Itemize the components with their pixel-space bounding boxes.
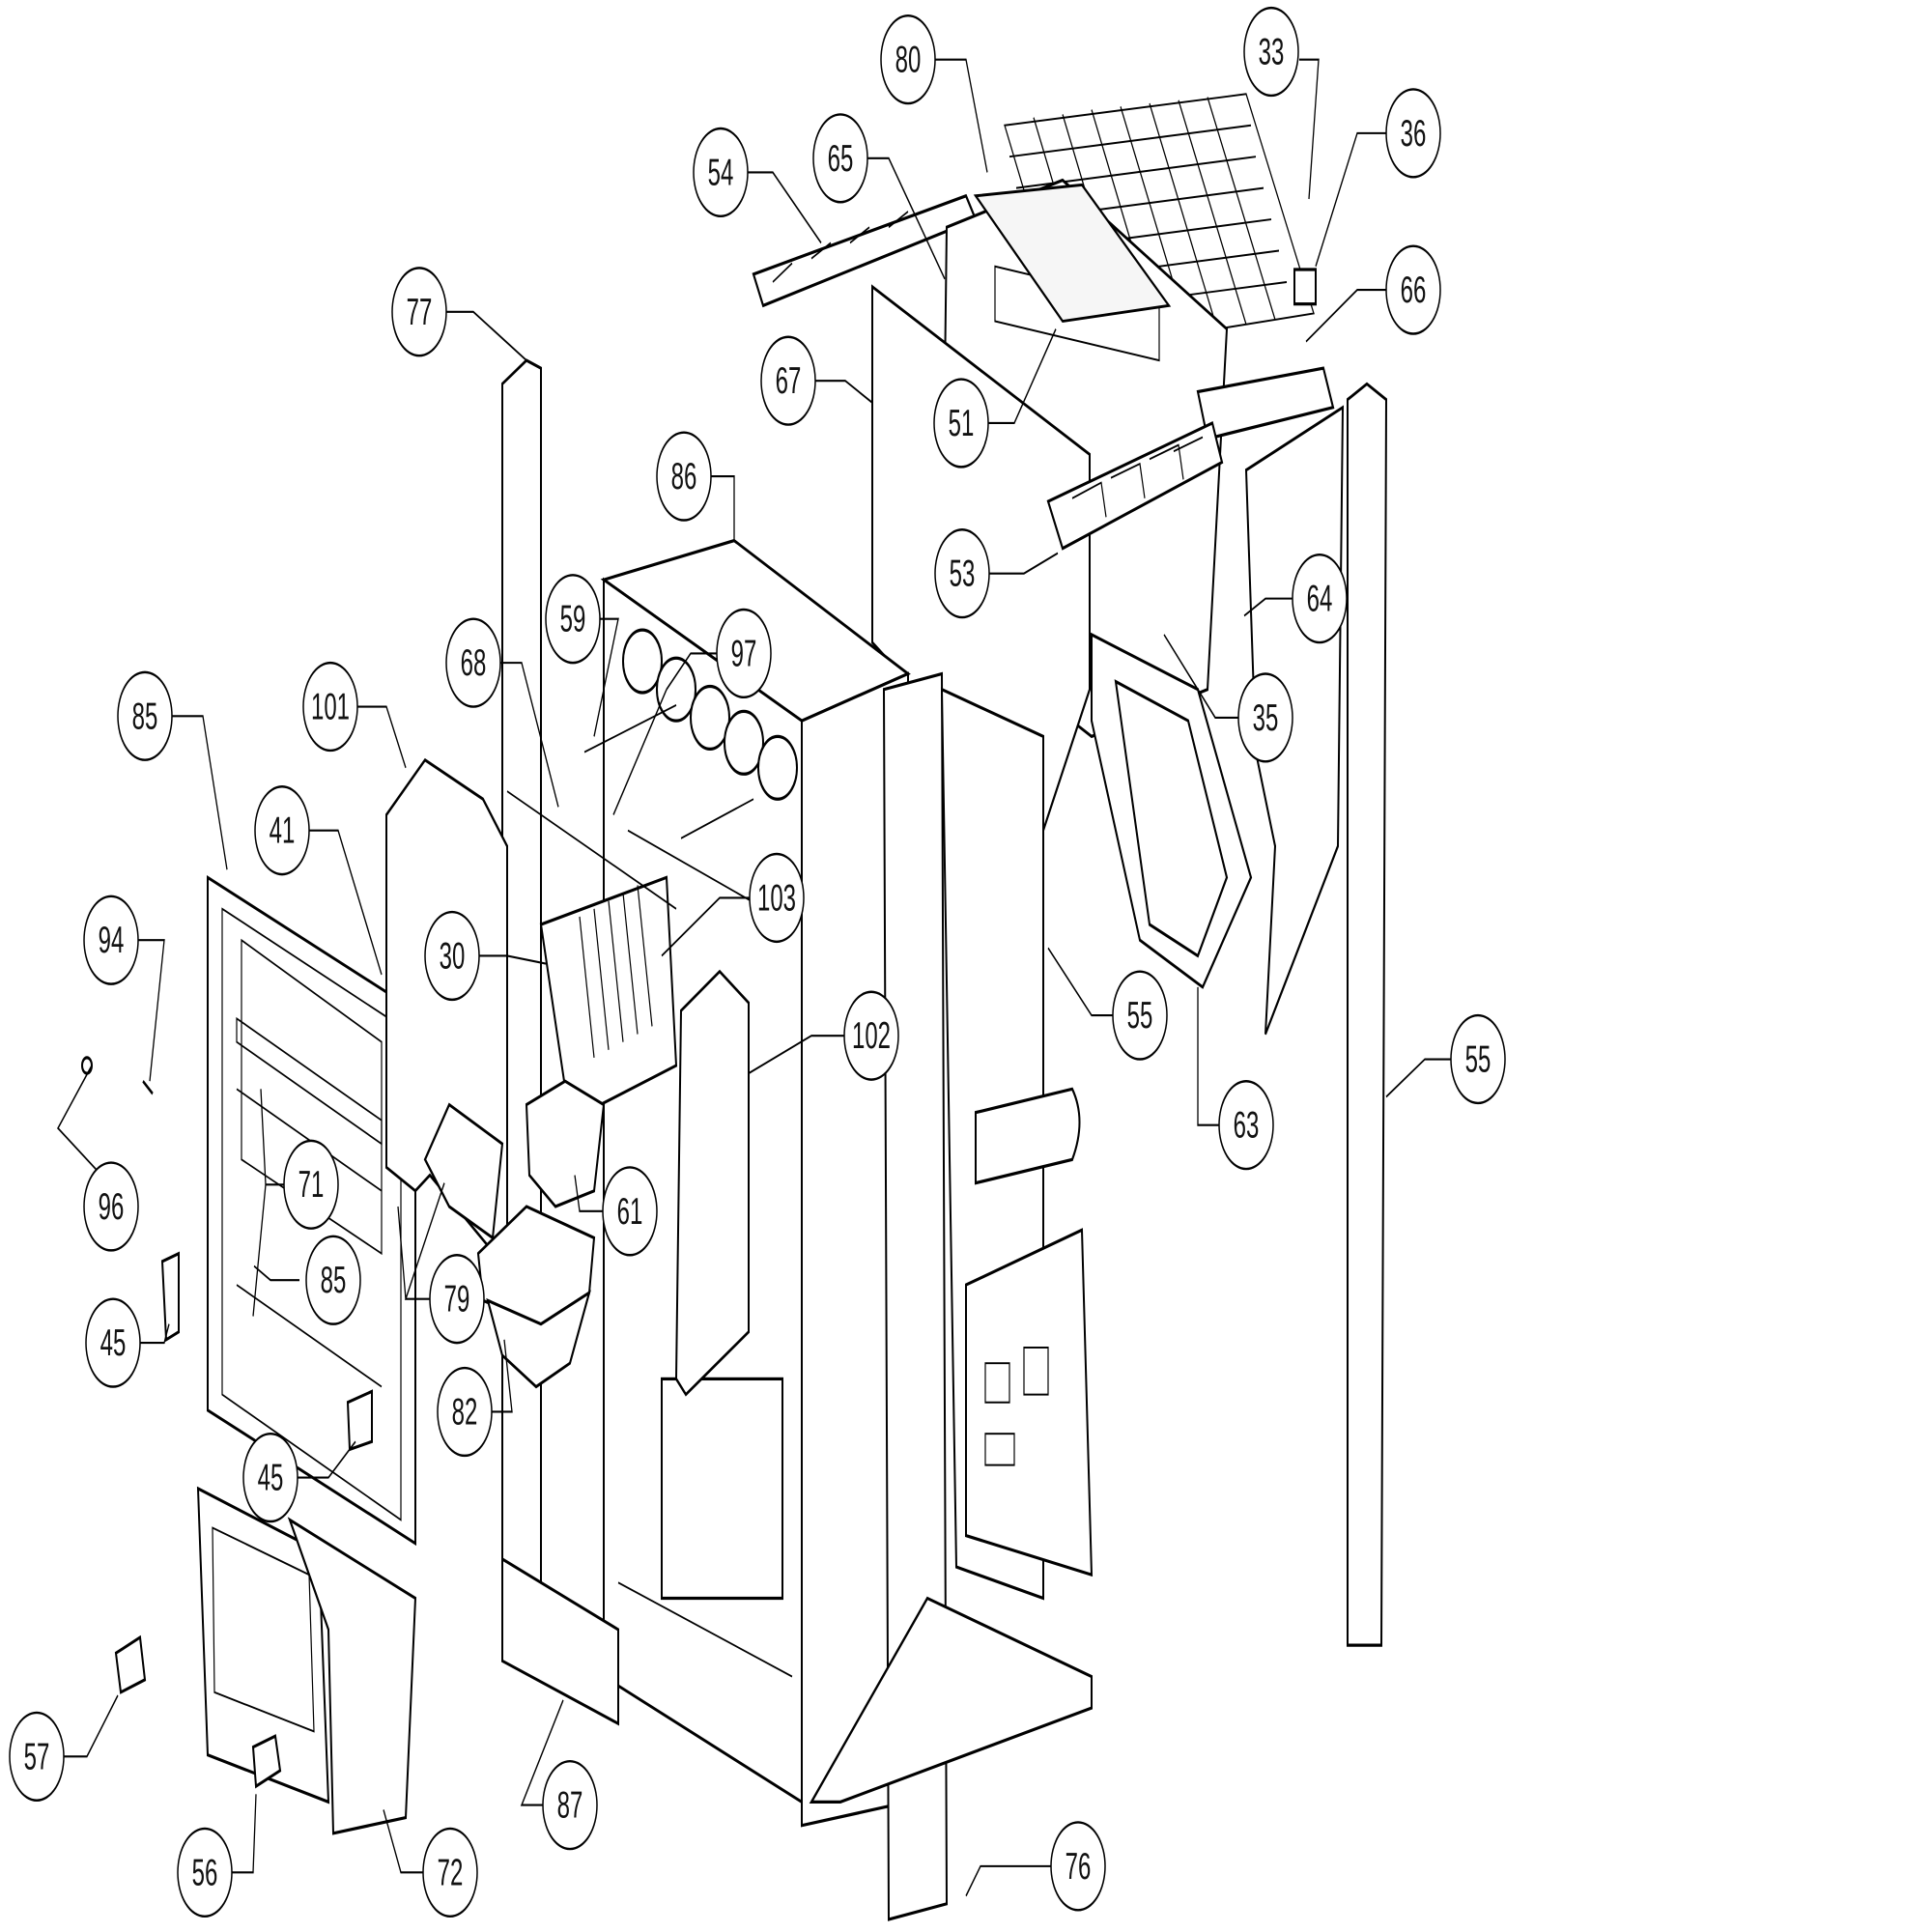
callout-71: 71: [283, 1139, 339, 1230]
callout-45-upper: 45: [85, 1297, 141, 1388]
callout-97-label: 97: [731, 632, 757, 673]
burn-pot: [476, 1205, 596, 1389]
callout-35-label: 35: [1253, 696, 1279, 738]
callout-30-label: 30: [440, 935, 466, 977]
callout-68-label: 68: [461, 641, 487, 683]
callout-68: 68: [445, 617, 501, 708]
callout-82: 82: [437, 1366, 493, 1458]
callout-77: 77: [391, 267, 447, 357]
callout-96: 96: [83, 1161, 139, 1252]
callout-79-label: 79: [444, 1278, 470, 1320]
callout-51: 51: [933, 378, 989, 469]
wedge-block: [423, 1102, 504, 1240]
pot-bracket: [525, 1079, 606, 1208]
top-bracket-left: [752, 193, 978, 308]
bottom-plate: [501, 1556, 619, 1726]
right-vertical-strip: [1347, 382, 1388, 1647]
callout-45-lower: 45: [242, 1432, 298, 1523]
callout-56-label: 56: [192, 1851, 218, 1892]
callout-67-label: 67: [776, 359, 802, 401]
callout-35: 35: [1237, 672, 1293, 763]
callout-101: 101: [302, 661, 358, 753]
exploded-parts-diagram: 33 80 36 54 65 66 77 67 51 86 53 59 64 9…: [9, 6, 1506, 1921]
callout-66-label: 66: [1401, 269, 1427, 310]
hinge-clip-upper: [160, 1251, 180, 1343]
clip: [114, 1634, 147, 1694]
callout-36: 36: [1385, 88, 1441, 179]
callout-41: 41: [254, 785, 310, 876]
callout-30: 30: [424, 910, 480, 1002]
callout-57: 57: [9, 1711, 65, 1802]
callout-33: 33: [1243, 6, 1299, 98]
callout-96-label: 96: [99, 1185, 125, 1227]
callout-101-label: 101: [311, 686, 350, 727]
callout-64-label: 64: [1307, 578, 1333, 619]
callout-65-label: 65: [828, 137, 854, 179]
callout-87: 87: [542, 1759, 598, 1851]
callout-80-label: 80: [895, 39, 922, 80]
callout-97: 97: [716, 608, 772, 699]
callout-71-label: 71: [298, 1163, 325, 1205]
callout-85-top-label: 85: [132, 695, 158, 736]
callout-102-label: 102: [852, 1014, 891, 1056]
callout-76: 76: [1050, 1821, 1106, 1912]
callout-53-label: 53: [950, 553, 976, 594]
callout-54-label: 54: [708, 151, 734, 192]
callout-54: 54: [693, 127, 749, 218]
side-chassis-top: [1196, 268, 1335, 440]
callout-67: 67: [760, 335, 816, 426]
callout-45-upper-label: 45: [100, 1321, 127, 1363]
callout-55-inner-label: 55: [1127, 994, 1153, 1036]
callout-86-label: 86: [671, 455, 697, 497]
callout-57-label: 57: [24, 1735, 50, 1776]
side-panel: [674, 969, 750, 1397]
callout-51-label: 51: [949, 402, 975, 443]
callout-65: 65: [812, 113, 868, 204]
callout-72-label: 72: [438, 1851, 464, 1892]
callout-77-label: 77: [407, 291, 433, 332]
callout-53: 53: [934, 528, 990, 619]
exhaust-tube: [975, 1087, 1081, 1185]
callout-72: 72: [422, 1827, 478, 1918]
cross-bracket: [1046, 420, 1224, 551]
callout-66: 66: [1385, 244, 1441, 335]
hinge-clip-lower: [346, 1389, 373, 1452]
callout-59-label: 59: [560, 598, 586, 639]
callout-86: 86: [656, 431, 712, 522]
callout-79: 79: [429, 1254, 485, 1345]
grate: [539, 875, 678, 1122]
parts-drawing: [81, 93, 1388, 1921]
callout-63: 63: [1218, 1080, 1274, 1171]
callout-56: 56: [177, 1827, 233, 1918]
callout-61-label: 61: [617, 1190, 643, 1232]
callout-63-label: 63: [1234, 1104, 1260, 1146]
callout-33-label: 33: [1259, 31, 1285, 72]
callout-55-right: 55: [1450, 1013, 1506, 1105]
callout-80: 80: [880, 14, 936, 105]
callout-85-top: 85: [117, 670, 173, 761]
callout-87-label: 87: [557, 1784, 583, 1826]
support-rod: [506, 790, 677, 910]
callout-103-label: 103: [757, 877, 796, 919]
callout-94-label: 94: [99, 919, 125, 960]
callout-64: 64: [1292, 553, 1348, 644]
callout-61: 61: [602, 1166, 658, 1257]
callout-102: 102: [843, 990, 899, 1081]
callout-45-lower-label: 45: [258, 1457, 284, 1498]
callout-41-label: 41: [270, 810, 296, 851]
ash-tray: [196, 1486, 417, 1835]
callout-55-inner: 55: [1112, 970, 1168, 1061]
callout-103: 103: [749, 852, 805, 944]
control-board: [965, 1228, 1094, 1577]
callout-76-label: 76: [1065, 1845, 1092, 1887]
callout-55-right-label: 55: [1465, 1038, 1492, 1080]
inner-rods: [583, 703, 754, 839]
pin-and-nut: [81, 1056, 154, 1095]
callout-94: 94: [83, 895, 139, 985]
callout-82-label: 82: [452, 1391, 478, 1433]
callout-59: 59: [545, 574, 601, 665]
callout-85-inner-label: 85: [321, 1259, 347, 1300]
callout-36-label: 36: [1401, 112, 1427, 154]
callout-85-inner: 85: [305, 1235, 361, 1325]
